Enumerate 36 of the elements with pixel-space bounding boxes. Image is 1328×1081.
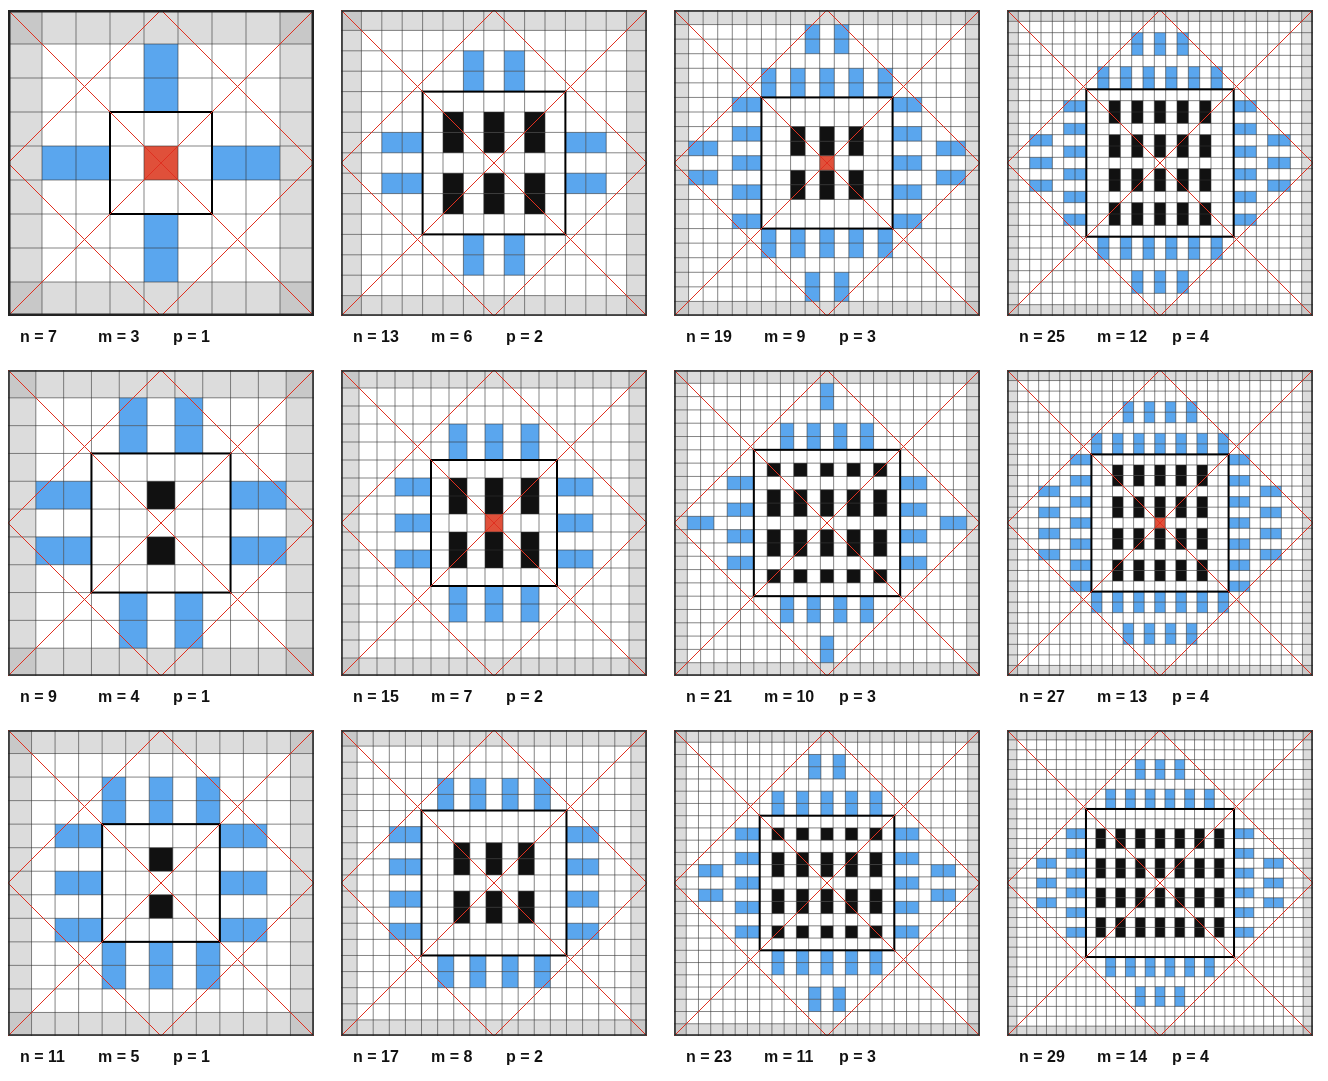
parameter-label: p = 3 [839, 1048, 876, 1066]
parameter-label: m = 8 [431, 1048, 473, 1066]
parameter-label: n = 9 [20, 688, 57, 706]
parameter-label: n = 27 [1019, 688, 1065, 706]
parameter-label: n = 29 [1019, 1048, 1065, 1066]
parameter-label: m = 3 [98, 328, 140, 346]
parameter-label: m = 9 [764, 328, 806, 346]
parameter-label: m = 11 [764, 1048, 814, 1066]
parameter-label: n = 19 [686, 328, 732, 346]
parameter-label: p = 4 [1172, 328, 1209, 346]
parameter-label: p = 2 [506, 1048, 543, 1066]
parameter-label: n = 15 [353, 688, 399, 706]
parameter-label: n = 13 [353, 328, 399, 346]
parameter-label: n = 21 [686, 688, 732, 706]
parameter-label: p = 1 [173, 328, 210, 346]
parameter-label: n = 7 [20, 328, 57, 346]
parameter-label: p = 3 [839, 688, 876, 706]
parameter-label: m = 6 [431, 328, 473, 346]
parameter-label: p = 1 [173, 688, 210, 706]
parameter-label: m = 10 [764, 688, 815, 706]
parameter-label: m = 12 [1097, 328, 1148, 346]
parameter-label: p = 2 [506, 688, 543, 706]
parameter-label: m = 5 [98, 1048, 140, 1066]
parameter-label: m = 4 [98, 688, 140, 706]
parameter-label: p = 3 [839, 328, 876, 346]
parameter-label: n = 25 [1019, 328, 1065, 346]
parameter-label: m = 7 [431, 688, 473, 706]
parameter-label: p = 2 [506, 328, 543, 346]
parameter-label: n = 17 [353, 1048, 399, 1066]
parameter-label: p = 4 [1172, 1048, 1209, 1066]
parameter-label: p = 4 [1172, 688, 1209, 706]
parameter-label: n = 23 [686, 1048, 732, 1066]
parameter-label: n = 11 [20, 1048, 65, 1066]
parameter-label: m = 14 [1097, 1048, 1148, 1066]
parameter-label: p = 1 [173, 1048, 210, 1066]
parameter-label: m = 13 [1097, 688, 1148, 706]
